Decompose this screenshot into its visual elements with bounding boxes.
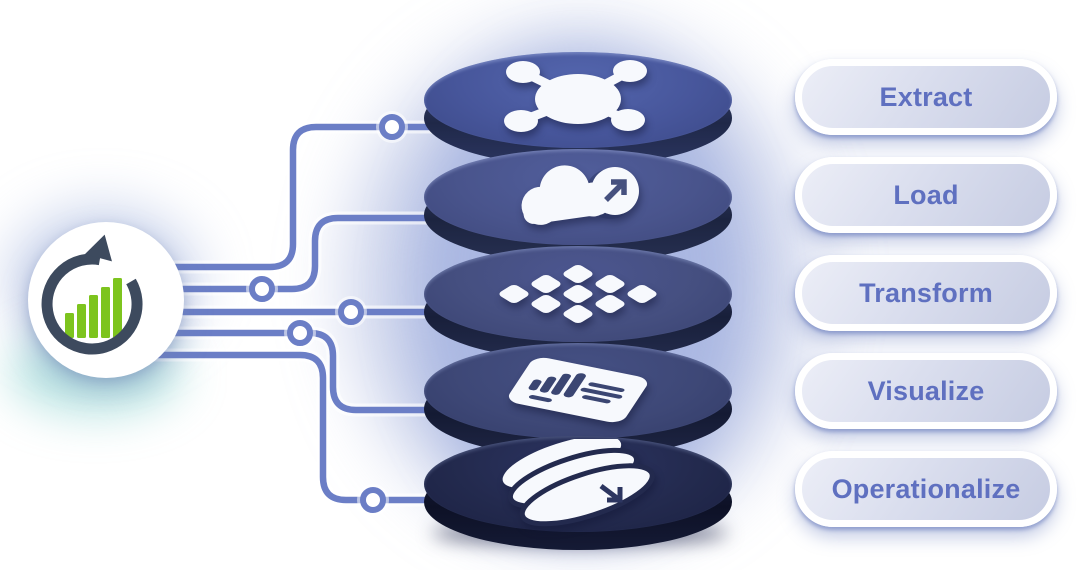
- growth-bar-chart-circular-arrow-logo: [41, 234, 143, 355]
- pill-operationalize-label: Operationalize: [831, 473, 1021, 504]
- disc-load-top: [424, 149, 732, 245]
- pill-transform-label: Transform: [859, 277, 993, 308]
- connector-line-visualize: [150, 329, 445, 414]
- data-stack-export-icon: [502, 439, 655, 527]
- pill-load[interactable]: Load: [795, 157, 1057, 233]
- connector-node-visualize: [287, 320, 313, 346]
- pill-transform[interactable]: Transform: [795, 255, 1057, 331]
- connector-node-extract: [379, 114, 405, 140]
- pill-extract[interactable]: Extract: [795, 59, 1057, 135]
- connector-node-transform: [338, 299, 364, 325]
- circular-arrow-arc: [41, 253, 143, 355]
- connector-line-operationalize: [150, 351, 445, 504]
- disc-operationalize: [424, 436, 732, 570]
- disc-visualize-top: [424, 343, 732, 439]
- pill-operationalize[interactable]: Operationalize: [795, 451, 1057, 527]
- connector-lines: [150, 111, 445, 516]
- disc-transform-top: [424, 246, 732, 342]
- connector-line-extract: [150, 123, 440, 271]
- hub-network-icon: [504, 59, 647, 132]
- pill-visualize[interactable]: Visualize: [795, 353, 1057, 429]
- diagram-canvas: Extract Load Transform Visualize Operati…: [5, 25, 1057, 550]
- pill-extract-label: Extract: [879, 81, 973, 112]
- company-logo: [28, 222, 184, 378]
- connector-wires: [150, 123, 445, 504]
- connector-nodes: [246, 111, 408, 516]
- rising-bars-glyph: [65, 278, 122, 338]
- diamond-grid-icon: [499, 265, 657, 323]
- report-chart-icon: [508, 357, 648, 423]
- disc-operationalize-top: [424, 436, 732, 532]
- connector-node-load: [249, 276, 275, 302]
- circular-arrow-head: [84, 234, 112, 262]
- cloud-upload-icon: [521, 165, 639, 225]
- disc-extract-top: [424, 52, 732, 148]
- connector-line-load: [150, 214, 440, 293]
- connector-node-operationalize: [360, 487, 386, 513]
- pill-visualize-label: Visualize: [867, 375, 985, 406]
- pill-load-label: Load: [893, 179, 959, 210]
